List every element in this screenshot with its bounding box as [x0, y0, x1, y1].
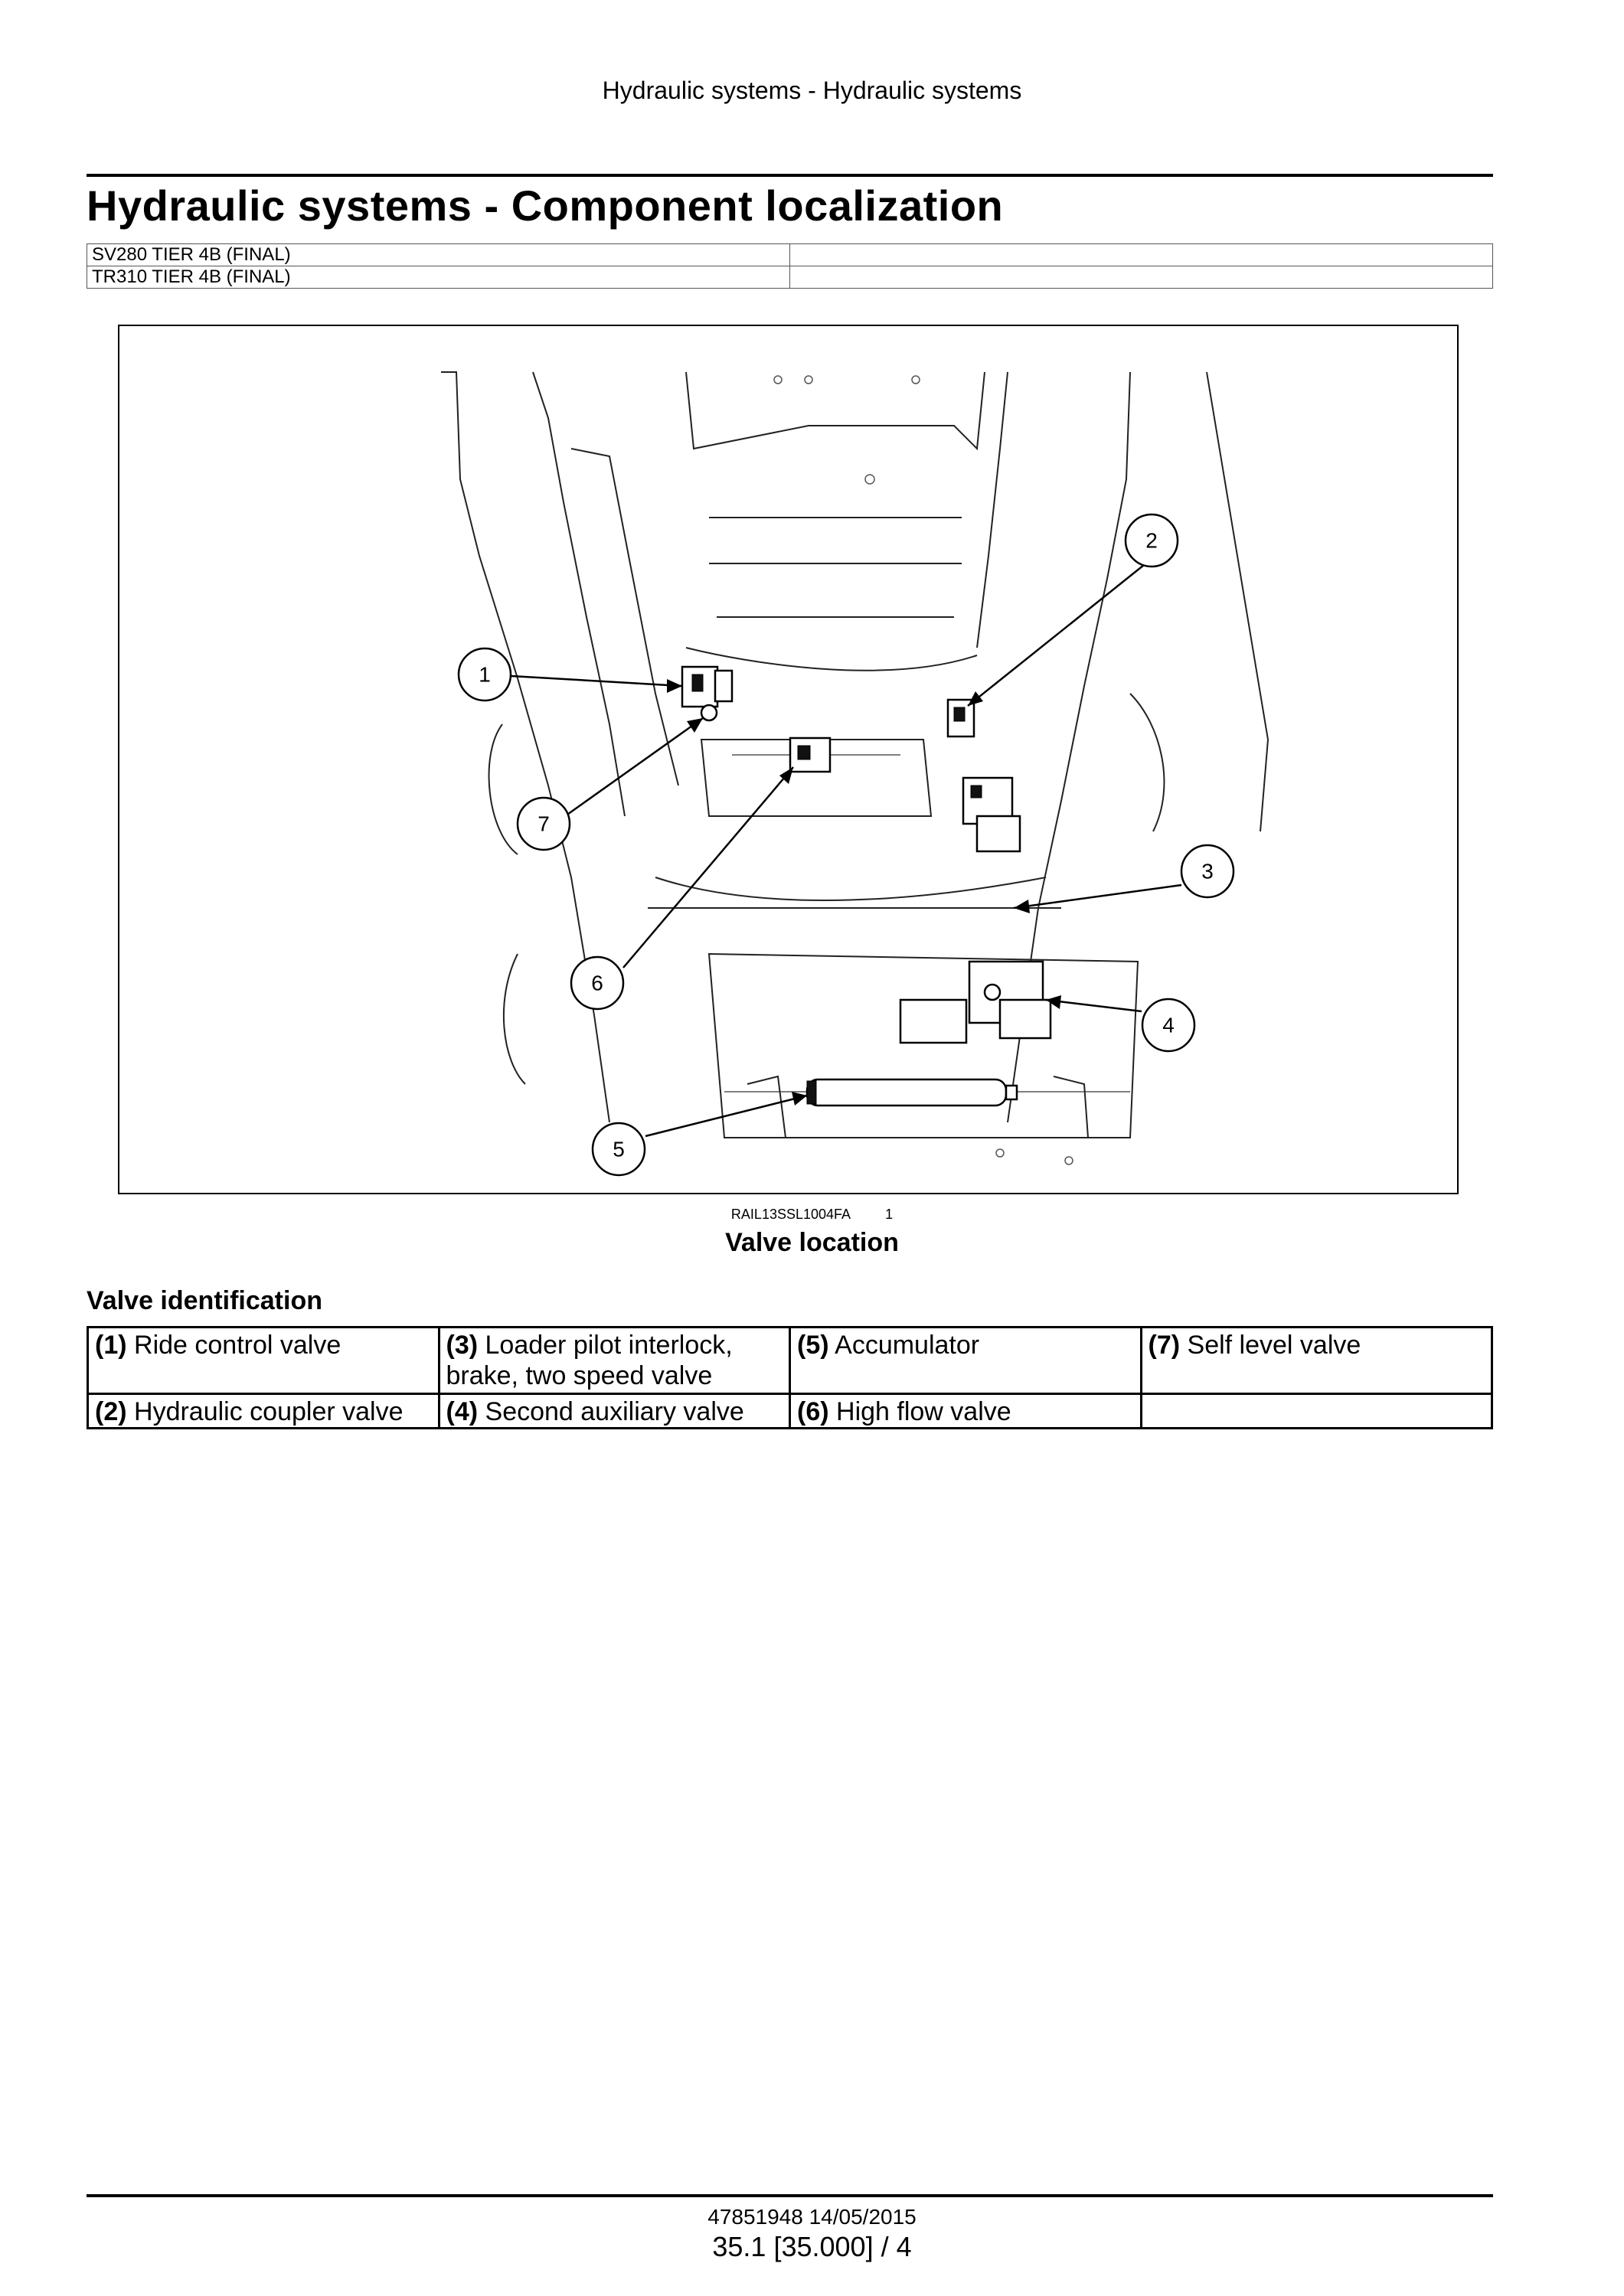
callout-label: 3: [1201, 860, 1214, 883]
leader-line: [967, 558, 1152, 707]
title-rule: [87, 174, 1493, 177]
valve-cell: (2) Hydraulic coupler valve: [87, 1393, 440, 1429]
footer-rule: [87, 2194, 1493, 2197]
pilot-interlock-valve-graphic: [962, 776, 1021, 853]
leader-line: [554, 717, 704, 825]
page-title: Hydraulic systems - Component localizati…: [87, 181, 1004, 230]
callout-label: 5: [613, 1138, 625, 1161]
arrowhead: [968, 691, 983, 706]
leader-line: [1045, 998, 1142, 1013]
model-name: SV280 TIER 4B (FINAL): [87, 243, 790, 266]
callout-4: 4: [1141, 998, 1196, 1053]
valve-number: (4): [446, 1397, 479, 1426]
valve-label: Second auxiliary valve: [485, 1397, 744, 1426]
callout-1: 1: [457, 647, 512, 702]
arrowhead: [1046, 995, 1061, 1009]
callout-label: 1: [479, 663, 491, 687]
footer-document-id: 47851948 14/05/2015: [707, 2205, 917, 2229]
valve-cell: (7) Self level valve: [1139, 1326, 1493, 1395]
accumulator-graphic: [805, 1078, 1018, 1107]
valve-cell: (3) Loader pilot interlock, brake, two s…: [437, 1326, 791, 1395]
figure-caption: RAIL13SSL1004FA 1: [0, 1207, 1624, 1223]
valve-number: (2): [95, 1397, 127, 1426]
valve-label: High flow valve: [836, 1397, 1011, 1426]
arrowhead: [779, 767, 793, 784]
leader-line: [622, 766, 794, 968]
leader-line: [645, 1094, 808, 1138]
ride-control-valve-graphic: [681, 665, 734, 708]
valve-label: Hydraulic coupler valve: [134, 1397, 404, 1426]
callout-3: 3: [1180, 844, 1235, 899]
valve-location-figure: 1 2 3 4 5 6 7: [118, 325, 1459, 1194]
valve-identification-heading: Valve identification: [87, 1286, 322, 1315]
valve-cell: (6) High flow valve: [789, 1393, 1142, 1429]
model-row: TR310 TIER 4B (FINAL): [87, 266, 1493, 289]
figure-title: Valve location: [725, 1228, 899, 1257]
valve-label: Accumulator: [835, 1331, 980, 1360]
machine-frame-illustration: 1 2 3 4 5 6 7: [441, 371, 1269, 1177]
arrowhead: [792, 1092, 807, 1106]
valve-number: (5): [797, 1331, 829, 1360]
valve-label: Self level valve: [1187, 1331, 1361, 1360]
valve-label: Ride control valve: [134, 1331, 341, 1360]
arrowhead: [687, 718, 703, 733]
arrowhead: [667, 679, 682, 693]
valve-cell: (5) Accumulator: [789, 1326, 1142, 1395]
table-row: (1) Ride control valve (3) Loader pilot …: [87, 1326, 1493, 1395]
model-note: [789, 266, 1493, 289]
valve-label: Loader pilot interlock, brake, two speed…: [446, 1331, 733, 1390]
running-header: Hydraulic systems - Hydraulic systems: [602, 77, 1022, 104]
figure-number: 1: [885, 1207, 894, 1222]
valve-cell: (4) Second auxiliary valve: [437, 1393, 791, 1429]
leader-line: [484, 673, 683, 687]
model-name: TR310 TIER 4B (FINAL): [87, 266, 790, 289]
second-auxiliary-valve-graphic: [899, 960, 1052, 1044]
footer-page-number: 35.1 [35.000] / 4: [712, 2231, 912, 2262]
figure-code: RAIL13SSL1004FA: [730, 1207, 851, 1222]
valve-number: (3): [446, 1331, 479, 1360]
leader-lines: [484, 558, 1182, 1138]
hydraulic-coupler-valve-graphic: [946, 698, 975, 738]
valve-identification-table: (1) Ride control valve (3) Loader pilot …: [87, 1326, 1493, 1429]
table-row: (2) Hydraulic coupler valve (4) Second a…: [87, 1393, 1493, 1429]
callout-label: 6: [591, 972, 603, 995]
models-table: SV280 TIER 4B (FINAL) TR310 TIER 4B (FIN…: [87, 243, 1493, 289]
callout-7: 7: [516, 796, 571, 851]
model-note: [789, 243, 1493, 266]
callout-label: 2: [1145, 529, 1158, 553]
valve-number: (1): [95, 1331, 127, 1360]
chassis-drawing: [441, 371, 1269, 1165]
callout-6: 6: [570, 955, 625, 1011]
leader-line: [1013, 883, 1182, 910]
callout-label: 4: [1162, 1014, 1175, 1037]
callout-2: 2: [1124, 513, 1179, 568]
callout-5: 5: [591, 1122, 646, 1177]
arrowhead: [1014, 900, 1030, 913]
valve-number: (6): [797, 1397, 829, 1426]
valve-cell-empty: [1139, 1393, 1493, 1429]
valve-number: (7): [1148, 1331, 1181, 1360]
model-row: SV280 TIER 4B (FINAL): [87, 243, 1493, 266]
self-level-valve-graphic: [700, 704, 718, 722]
high-flow-valve-graphic: [789, 736, 832, 773]
valve-cell: (1) Ride control valve: [87, 1326, 440, 1395]
callout-label: 7: [538, 812, 550, 836]
